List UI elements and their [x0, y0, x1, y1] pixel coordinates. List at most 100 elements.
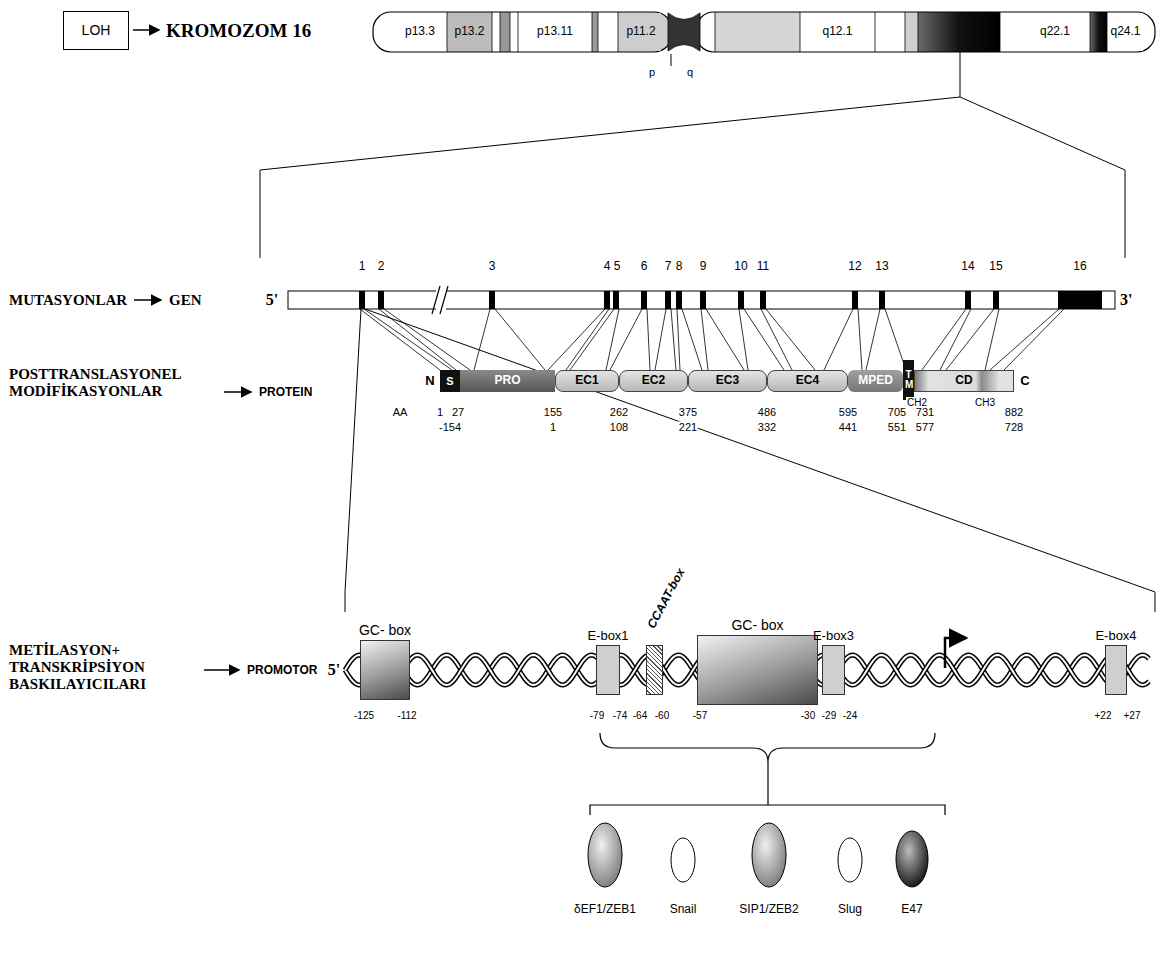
drawing-part — [668, 13, 700, 51]
zoom-lines — [260, 52, 1155, 612]
drawing-part — [224, 391, 251, 393]
chromosome-title: KROMOZOM 16 — [165, 20, 312, 42]
drawing-part — [288, 291, 1115, 309]
promoter-position: -74 — [612, 710, 628, 722]
axis-label: AA — [392, 406, 409, 419]
node-text: p11.2 — [626, 25, 655, 38]
amino-acid-position: 441 — [838, 421, 858, 434]
arm-label: q — [686, 66, 694, 79]
drawing-part — [359, 291, 365, 309]
drawing-part — [604, 291, 610, 309]
node-text: LOH — [82, 23, 111, 38]
amino-acid-position: 375 — [678, 406, 698, 419]
chromosome-band: q22.1 — [1021, 13, 1089, 51]
promoter-position: -60 — [654, 710, 670, 722]
terminus-label: N — [424, 373, 435, 389]
loh-box: LOH — [63, 11, 129, 50]
node-text: CD — [955, 374, 972, 387]
level-target: GEN — [168, 292, 203, 309]
node-text: GC- box — [731, 618, 783, 633]
exon-number: 3 — [488, 259, 497, 273]
node-text: Snail — [670, 903, 697, 916]
amino-acid-position: 731 — [915, 406, 935, 419]
chromosome — [373, 12, 1155, 66]
protein-domain: MPED — [848, 370, 903, 392]
exon-number: 7 — [664, 259, 673, 273]
repressor-ellipse: SIP1/ZEB2 — [751, 822, 787, 888]
promoter-position: +22 — [1094, 710, 1113, 722]
node-text: CCAAT-box — [645, 566, 688, 630]
ellipse-shape — [671, 838, 695, 882]
repressor-bracket — [590, 733, 945, 815]
amino-acid-position: 551 — [887, 421, 907, 434]
chromosome-band: p13.11 — [519, 13, 591, 51]
drawing-part — [671, 54, 672, 66]
drawing-part — [447, 12, 1107, 52]
drawing-part — [760, 291, 766, 309]
node-text: EC4 — [796, 374, 819, 387]
drawing-part — [696, 12, 1155, 52]
drawing-part — [738, 291, 744, 309]
drawing-part — [500, 12, 510, 52]
cytoplasmic-domain: CD — [914, 370, 1014, 392]
amino-acid-position: 1 — [436, 406, 444, 419]
node-text: PRO — [494, 374, 520, 387]
exon-number: 14 — [960, 259, 975, 273]
node-text: δEF1/ZEB1 — [574, 903, 636, 916]
chromosome-band: p11.2 — [621, 13, 661, 51]
drawing-part — [945, 638, 966, 668]
amino-acid-position: 262 — [609, 406, 629, 419]
node-text: E-box4 — [1095, 629, 1136, 643]
ellipse-outline — [670, 837, 696, 883]
amino-acid-position: 728 — [1004, 421, 1024, 434]
node-text: SIP1/ZEB2 — [739, 903, 798, 916]
protein-domain: PRO — [460, 370, 555, 392]
amino-acid-position: 705 — [887, 406, 907, 419]
node-text: p13.3 — [405, 25, 435, 38]
drawing-part — [1090, 12, 1107, 52]
arm-label: p — [648, 66, 656, 79]
amino-acid-position: 332 — [757, 421, 777, 434]
exon-number: 5 — [613, 259, 622, 273]
drawing-part — [905, 12, 918, 52]
amino-acid-position: 486 — [757, 406, 777, 419]
drawing-part — [641, 291, 647, 309]
promoter-position: -30 — [800, 710, 816, 722]
protein-domain: EC3 — [688, 370, 767, 392]
node-text: GC- box — [359, 623, 411, 638]
repressor-ellipse: E47 — [895, 830, 929, 888]
exon-number: 12 — [847, 259, 862, 273]
exon-number: 8 — [675, 259, 684, 273]
promoter-box: E-box1 — [596, 645, 620, 695]
drawing-part — [134, 299, 161, 301]
ellipse-shape — [588, 823, 622, 887]
drawing-part — [879, 291, 885, 309]
drawing-part — [1058, 291, 1102, 309]
exon-domain-lines — [360, 309, 1064, 370]
drawing-part — [993, 291, 999, 309]
promoter-box: E-box3 — [822, 645, 845, 695]
domain-sublabel: CH3 — [974, 397, 996, 409]
promoter-position: -57 — [692, 710, 708, 722]
chromosome-band: p13.3 — [394, 13, 446, 51]
chromosome-band: q24.1 — [1108, 13, 1143, 51]
drawing-part — [447, 12, 492, 52]
node-text: E47 — [901, 903, 922, 916]
protein-domain: EC4 — [767, 370, 848, 392]
node-text: E-box1 — [587, 629, 628, 643]
drawing-part — [204, 669, 239, 671]
drawing-part — [618, 12, 672, 52]
ellipse-shape — [838, 838, 862, 882]
node-text: S — [446, 375, 453, 387]
exon-number: 10 — [733, 259, 748, 273]
node-text: T M — [905, 370, 912, 390]
drawing-part — [600, 733, 935, 762]
exon-number: 4 — [603, 259, 612, 273]
chromosome-band: p13.2 — [448, 13, 491, 51]
node-text: EC1 — [575, 374, 598, 387]
node-text: EC3 — [716, 374, 739, 387]
drawing-part — [260, 52, 1125, 258]
strand-end: 5' — [265, 291, 279, 309]
